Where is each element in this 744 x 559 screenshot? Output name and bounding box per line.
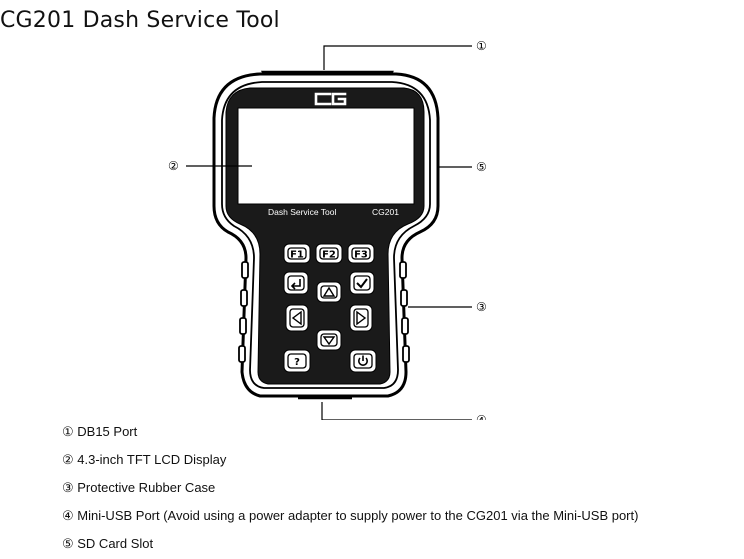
f1-button[interactable] [283, 243, 311, 264]
legend-item-lcd: ② 4.3-inch TFT LCD Display [62, 452, 227, 467]
callout-line-4 [321, 402, 472, 420]
f2-button[interactable] [315, 243, 343, 264]
case-inner-outline [221, 81, 431, 389]
left-button[interactable] [285, 304, 309, 332]
f3-button[interactable] [347, 243, 375, 264]
back-button[interactable] [283, 271, 309, 295]
right-arrow-icon [356, 310, 367, 326]
cg-logo [314, 92, 347, 106]
callout-1: ① [476, 39, 487, 53]
callout-2: ② [168, 159, 179, 173]
page-title: CG201 Dash Service Tool [0, 8, 280, 33]
f2-label: F2 [322, 250, 336, 261]
right-button[interactable] [349, 304, 373, 332]
check-icon [356, 278, 368, 289]
callout-5: ⑤ [476, 160, 487, 174]
power-icon [358, 355, 368, 366]
legend-item-sd: ⑤ SD Card Slot [62, 536, 154, 551]
help-label: ? [294, 357, 300, 368]
callout-4: ④ [476, 413, 487, 420]
grip-ridges-right [399, 261, 410, 363]
device-diagram: Dash Service Tool CG201 F1 F2 F3 ? [168, 39, 487, 420]
legend-item-db15: ① DB15 Port [62, 424, 138, 439]
back-icon [290, 279, 301, 290]
down-button[interactable] [316, 329, 342, 351]
callout-3: ③ [476, 300, 487, 314]
left-arrow-icon [291, 310, 302, 326]
f3-label: F3 [354, 250, 368, 261]
f1-label: F1 [290, 250, 304, 261]
up-arrow-icon [322, 286, 336, 297]
down-arrow-icon [322, 336, 336, 346]
up-button[interactable] [316, 281, 342, 303]
legend-item-usb: ④ Mini-USB Port (Avoid using a power ada… [62, 508, 639, 523]
screen-label: Dash Service Tool [268, 207, 336, 217]
lcd-screen [237, 107, 415, 205]
help-button[interactable] [283, 349, 311, 373]
model-label: CG201 [372, 207, 399, 217]
grip-ridges-left [238, 261, 249, 363]
callout-line-1 [323, 45, 472, 70]
legend-item-case: ③ Protective Rubber Case [62, 480, 216, 495]
ok-button[interactable] [349, 271, 375, 295]
